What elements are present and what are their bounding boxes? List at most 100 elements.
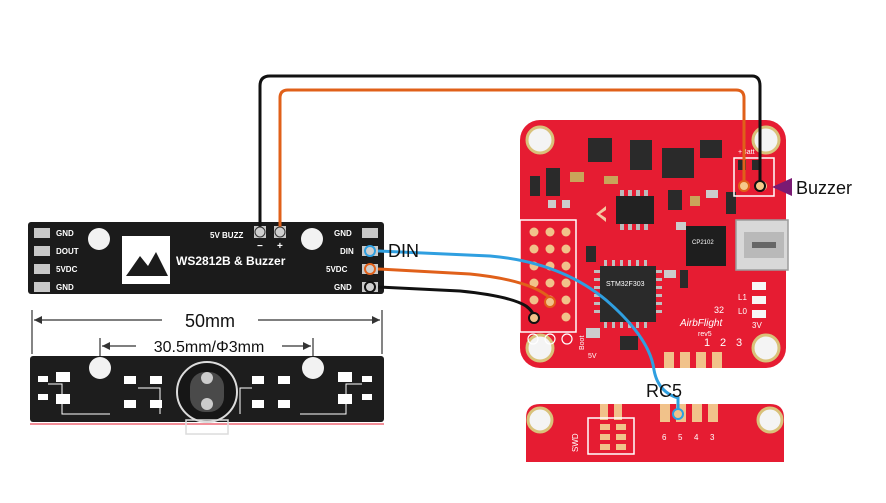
rc5-callout: RC5 bbox=[646, 381, 682, 401]
led-indicator bbox=[752, 310, 766, 318]
mount-hole bbox=[525, 333, 555, 363]
batt-label: +Batt bbox=[738, 149, 755, 156]
led-label-l0: L0 bbox=[738, 307, 747, 316]
pad bbox=[34, 282, 50, 292]
buzz-plus-label: + bbox=[277, 241, 283, 252]
component bbox=[752, 160, 760, 170]
left-pad-gnd-2: GND bbox=[56, 283, 74, 292]
mount-hole bbox=[302, 357, 324, 379]
left-pad-5vdc: 5VDC bbox=[56, 265, 78, 274]
pad bbox=[34, 228, 50, 238]
right-pad-gnd-1: GND bbox=[334, 229, 352, 238]
arrow-head-right bbox=[372, 316, 380, 324]
component bbox=[690, 196, 700, 206]
din-callout: DIN bbox=[388, 241, 419, 261]
bottom-pin-6: 6 bbox=[662, 433, 667, 442]
buzz-label: 5V BUZZ bbox=[210, 231, 243, 240]
flight-controller-board: +Batt CP2102 STM32F303 bbox=[519, 120, 789, 368]
wire-gnd bbox=[377, 285, 536, 319]
component bbox=[570, 172, 584, 182]
component bbox=[726, 192, 736, 214]
dimension-width: 50mm bbox=[185, 311, 235, 331]
swd-label: SWD bbox=[571, 433, 580, 452]
chip bbox=[588, 138, 612, 162]
component bbox=[668, 190, 682, 210]
buzz-minus-label: − bbox=[257, 241, 263, 252]
swd-outline bbox=[587, 417, 635, 455]
dimension-annotations: 50mm 30.5mm/Φ3mm bbox=[31, 310, 383, 362]
buzzer-callout: Buzzer bbox=[796, 178, 852, 198]
chip bbox=[662, 148, 694, 178]
pin-number-1: 1 bbox=[704, 337, 710, 349]
pin-number-3: 3 bbox=[736, 337, 742, 349]
ground-symbol bbox=[527, 333, 539, 345]
component bbox=[676, 222, 686, 230]
buzzer-body bbox=[190, 372, 224, 412]
led-board-bottom-view bbox=[30, 356, 384, 435]
arrow-head-left bbox=[102, 342, 110, 350]
dimension-hole: 30.5mm/Φ3mm bbox=[154, 339, 265, 356]
pad bbox=[34, 246, 50, 256]
mount-hole bbox=[751, 125, 781, 155]
component bbox=[620, 336, 638, 350]
left-pad-gnd-1: GND bbox=[56, 229, 74, 238]
bottom-pin-5: 5 bbox=[678, 433, 683, 442]
component bbox=[680, 270, 688, 288]
v5-label: 5V bbox=[588, 353, 597, 360]
led-modules bbox=[38, 372, 372, 408]
edge-contacts bbox=[664, 352, 722, 368]
chip bbox=[630, 140, 652, 170]
pad bbox=[34, 264, 50, 274]
mountain-icon bbox=[126, 252, 168, 276]
signal-symbol bbox=[561, 333, 573, 345]
usb-chip bbox=[686, 226, 726, 266]
rev-label: rev5 bbox=[698, 331, 712, 338]
component bbox=[562, 200, 570, 208]
component bbox=[586, 328, 600, 338]
servo-header-outline bbox=[519, 219, 577, 333]
component bbox=[604, 176, 618, 184]
left-pad-dout: DOUT bbox=[56, 247, 79, 256]
wire-buzzer-negative bbox=[258, 74, 762, 228]
wires bbox=[254, 74, 766, 420]
led-buzzer-board: GND DOUT 5VDC GND WS2812B & Buzzer 5V BU… bbox=[28, 222, 384, 294]
mcu-label: STM32F303 bbox=[606, 281, 645, 288]
chip bbox=[700, 140, 722, 158]
pin-number-2: 2 bbox=[720, 337, 726, 349]
flight-controller-bottom-view: SWD 6 5 4 3 bbox=[526, 404, 784, 462]
bottom-pin-3: 3 bbox=[710, 433, 715, 442]
right-pad-din: DIN bbox=[340, 247, 354, 256]
led-indicator bbox=[752, 296, 766, 304]
mount-hole bbox=[88, 228, 110, 250]
wire-buzzer-positive bbox=[278, 88, 746, 228]
pad bbox=[362, 228, 378, 238]
mount-hole bbox=[301, 228, 323, 250]
component bbox=[706, 190, 718, 198]
right-pad-gnd-2: GND bbox=[334, 283, 352, 292]
buzzer-arrow-icon bbox=[772, 178, 792, 196]
usb-chip-label: CP2102 bbox=[692, 240, 714, 246]
usb-slot bbox=[752, 242, 776, 248]
component bbox=[548, 200, 556, 208]
model-label: 32 bbox=[714, 305, 724, 315]
logo-mountain bbox=[122, 236, 170, 284]
mount-hole bbox=[89, 357, 111, 379]
bottom-pin-4: 4 bbox=[694, 433, 699, 442]
chevron-mark bbox=[596, 206, 606, 222]
component bbox=[738, 160, 746, 170]
led-board-title: WS2812B & Buzzer bbox=[176, 254, 286, 268]
wire-din bbox=[377, 249, 680, 414]
mount-hole bbox=[526, 406, 554, 434]
mcu-chip bbox=[600, 266, 656, 322]
batt-pad-outline bbox=[733, 157, 775, 197]
brand-label: AirbFlight bbox=[679, 318, 723, 329]
v3-label: 3V bbox=[752, 321, 762, 330]
mount-hole bbox=[525, 125, 555, 155]
plus-symbol bbox=[544, 333, 556, 345]
arrow-head-right bbox=[303, 342, 311, 350]
led-label-l1: L1 bbox=[738, 293, 747, 302]
arrow-head-left bbox=[34, 316, 42, 324]
chip bbox=[546, 168, 560, 196]
